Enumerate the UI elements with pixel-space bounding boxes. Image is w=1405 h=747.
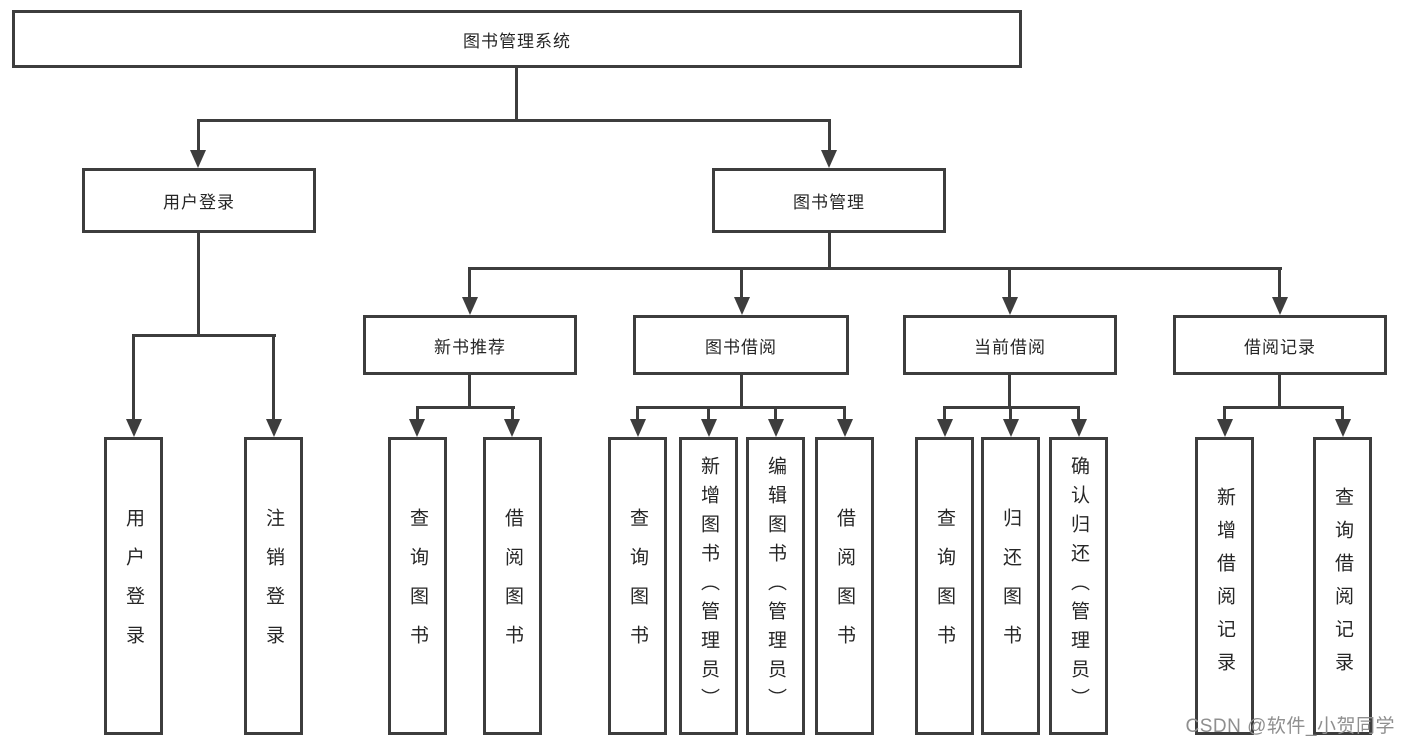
node-label: 当前借阅 (974, 337, 1046, 357)
arrowhead-down-icon (837, 419, 853, 437)
connector-stem-leaf (1223, 406, 1226, 421)
leaf-label: 新增图书（管理员） (698, 455, 719, 717)
connector-bookborrow-trunk (740, 375, 743, 408)
leaf-edit-book-admin: 编辑图书（管理员） (746, 437, 805, 735)
arrowhead-down-icon (1272, 297, 1288, 315)
node-book-management: 图书管理 (712, 168, 946, 233)
arrowhead-down-icon (734, 297, 750, 315)
connector-userlogin-trunk (197, 233, 200, 336)
node-borrow-records: 借阅记录 (1173, 315, 1387, 375)
leaf-label: 查询图书 (627, 508, 648, 664)
arrowhead-down-icon (1217, 419, 1233, 437)
arrowhead-down-icon (409, 419, 425, 437)
node-label: 图书借阅 (705, 337, 777, 357)
connector-stem-level3 (740, 267, 743, 298)
node-label: 图书管理系统 (463, 31, 571, 51)
connector-stem-leaf (636, 406, 639, 421)
node-user-login: 用户登录 (82, 168, 316, 233)
connector-stem-leaf (1341, 406, 1344, 421)
arrowhead-down-icon (1003, 419, 1019, 437)
arrowhead-down-icon (1335, 419, 1351, 437)
connector-stem-level3 (1008, 267, 1011, 298)
arrowhead-down-icon (768, 419, 784, 437)
leaf-label: 查询图书 (407, 508, 428, 664)
connector-bookmgmt-trunk (828, 233, 831, 270)
connector-currentborrow-trunk (1008, 375, 1011, 408)
connector-stem-leaf (1009, 406, 1012, 421)
arrowhead-down-icon (1002, 297, 1018, 315)
connector-root-hbar (197, 119, 831, 122)
arrowhead-down-icon (266, 419, 282, 437)
connector-stem-leaf (774, 406, 777, 421)
connector-stem-leaf (272, 334, 275, 420)
leaf-borrow-books-recommend: 借阅图书 (483, 437, 542, 735)
connector-records-hbar (1223, 406, 1344, 409)
leaf-query-books-borrow: 查询图书 (608, 437, 667, 735)
leaf-confirm-return-admin: 确认归还（管理员） (1049, 437, 1108, 735)
leaf-user-login: 用户登录 (104, 437, 163, 735)
connector-recommend-trunk (468, 375, 471, 408)
leaf-label: 查询图书 (934, 508, 955, 664)
connector-root-trunk (515, 68, 518, 122)
arrowhead-down-icon (504, 419, 520, 437)
leaf-logout: 注销登录 (244, 437, 303, 735)
arrowhead-down-icon (126, 419, 142, 437)
leaf-label: 查询借阅记录 (1332, 487, 1353, 685)
leaf-label: 归还图书 (1000, 508, 1021, 664)
connector-stem-leaf (943, 406, 946, 421)
leaf-label: 注销登录 (263, 508, 284, 664)
arrowhead-down-icon (462, 297, 478, 315)
node-label: 用户登录 (163, 193, 235, 212)
node-new-book-recommend: 新书推荐 (363, 315, 577, 375)
leaf-borrow-books: 借阅图书 (815, 437, 874, 735)
connector-userlogin-hbar (132, 334, 276, 337)
arrowhead-down-icon (701, 419, 717, 437)
connector-bookmgmt-hbar (468, 267, 1282, 270)
connector-stem-level3 (1278, 267, 1281, 298)
node-library-system: 图书管理系统 (12, 10, 1022, 68)
connector-stem-level3 (468, 267, 471, 298)
arrowhead-down-icon (190, 150, 206, 168)
arrowhead-down-icon (1071, 419, 1087, 437)
arrowhead-down-icon (937, 419, 953, 437)
connector-stem-leaf (1077, 406, 1080, 421)
arrowhead-down-icon (821, 150, 837, 168)
connector-records-trunk (1278, 375, 1281, 408)
connector-stem-leaf (707, 406, 710, 421)
csdn-watermark: CSDN @软件_小贺同学 (1185, 716, 1395, 737)
leaf-return-book: 归还图书 (981, 437, 1040, 735)
connector-stem-book-management (828, 119, 831, 152)
node-label: 新书推荐 (434, 337, 506, 357)
connector-stem-user-login (197, 119, 200, 152)
connector-stem-leaf (843, 406, 846, 421)
connector-recommend-hbar (416, 406, 515, 409)
connector-bookborrow-hbar (636, 406, 846, 409)
connector-stem-leaf (132, 334, 135, 420)
leaf-query-borrow-record: 查询借阅记录 (1313, 437, 1372, 735)
connector-stem-leaf (416, 406, 419, 421)
leaf-query-books-recommend: 查询图书 (388, 437, 447, 735)
node-current-borrow: 当前借阅 (903, 315, 1117, 375)
leaf-label: 确认归还（管理员） (1068, 455, 1089, 717)
node-label: 图书管理 (793, 193, 865, 212)
leaf-label: 编辑图书（管理员） (765, 455, 786, 717)
arrowhead-down-icon (630, 419, 646, 437)
node-label: 借阅记录 (1244, 337, 1316, 357)
connector-stem-leaf (511, 406, 514, 421)
node-book-borrow: 图书借阅 (633, 315, 849, 375)
leaf-label: 用户登录 (123, 508, 144, 664)
leaf-add-borrow-record: 新增借阅记录 (1195, 437, 1254, 735)
leaf-label: 新增借阅记录 (1214, 487, 1235, 685)
leaf-label: 借阅图书 (834, 508, 855, 664)
leaf-label: 借阅图书 (502, 508, 523, 664)
leaf-query-books-current: 查询图书 (915, 437, 974, 735)
leaf-add-book-admin: 新增图书（管理员） (679, 437, 738, 735)
